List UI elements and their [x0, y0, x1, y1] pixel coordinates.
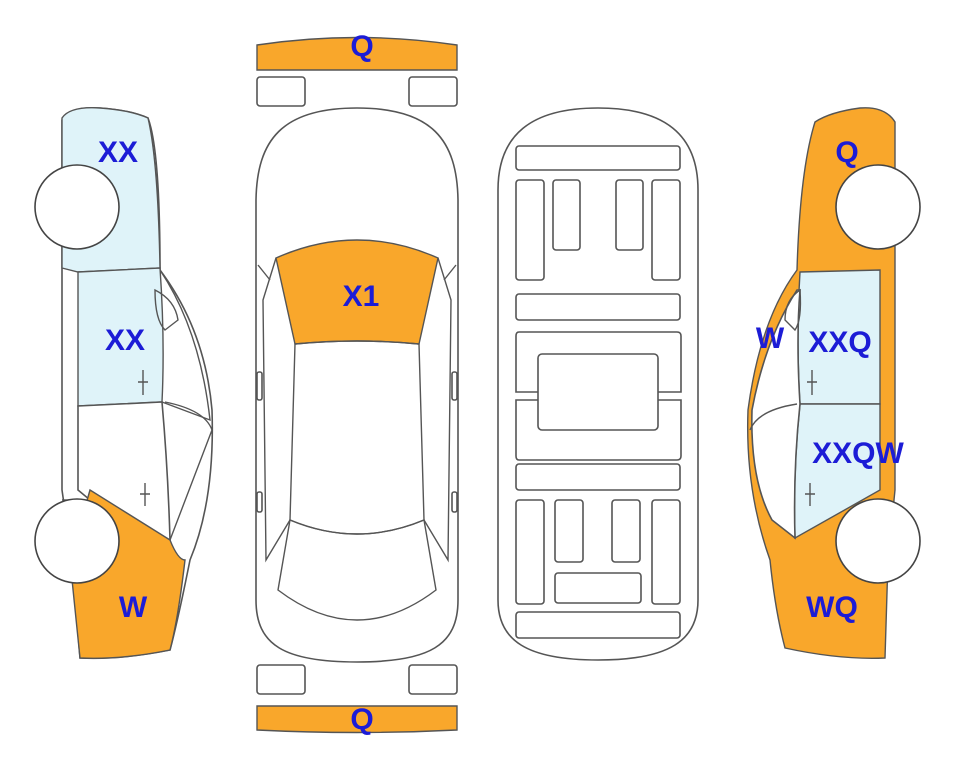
label-left-front-door: XX — [105, 324, 145, 357]
right-side-view — [747, 107, 921, 659]
panel-4 — [615, 179, 644, 251]
label-windshield: X1 — [343, 280, 380, 313]
label-left-rear-quarter: W — [119, 591, 148, 624]
front-bumper[interactable] — [256, 36, 458, 71]
label-right-front-pillar: W — [756, 322, 785, 355]
label-right-rear-door: XXQW — [812, 437, 904, 470]
underside-view — [497, 107, 699, 661]
left-door-edge — [164, 401, 213, 541]
label-right-rear-quarter: WQ — [806, 591, 858, 624]
damage-labels: Q X1 Q XX XX W Q W XXQ XXQW WQ — [98, 30, 905, 736]
left-pillar-line — [154, 288, 179, 331]
panel-3 — [552, 179, 581, 251]
right-mirror — [451, 371, 458, 401]
left-front-handle — [138, 370, 148, 395]
right-front-handle — [807, 370, 817, 395]
rear-left-lamp — [256, 664, 306, 695]
rear-bumper[interactable] — [256, 705, 458, 734]
panel-10 — [515, 499, 545, 605]
right-rear-wheel — [835, 498, 921, 584]
rear-right-lamp — [408, 664, 458, 695]
panel-15 — [515, 611, 681, 639]
label-right-front-door: XXQ — [808, 326, 871, 359]
left-mirror — [256, 371, 263, 401]
rear-window — [277, 519, 437, 621]
left-handle — [256, 491, 263, 513]
left-body-line — [257, 264, 271, 281]
label-rear-bumper: Q — [350, 703, 373, 736]
right-front-wheel — [835, 164, 921, 250]
label-left-front-fender: XX — [98, 136, 138, 169]
panel-9 — [515, 463, 681, 491]
right-pillar-line — [784, 288, 802, 332]
panel-11 — [554, 499, 584, 563]
right-handle — [451, 491, 458, 513]
label-right-front-fender: Q — [835, 136, 858, 169]
right-rear-handle — [805, 483, 815, 506]
left-side-view — [34, 106, 214, 660]
panel-14 — [554, 572, 642, 604]
left-rear-handle — [140, 483, 150, 506]
front-left-lamp — [256, 76, 306, 107]
panel-5 — [651, 179, 681, 281]
left-window-line — [159, 269, 211, 422]
panel-1 — [515, 145, 681, 171]
top-view — [255, 36, 459, 734]
panel-12 — [611, 499, 641, 563]
label-front-bumper: Q — [350, 30, 373, 63]
left-rear-wheel — [34, 498, 120, 584]
top-body — [255, 107, 459, 663]
panel-2 — [515, 179, 545, 281]
panel-center — [537, 353, 659, 431]
panel-13 — [651, 499, 681, 605]
right-window-area — [751, 289, 801, 540]
panel-6 — [515, 293, 681, 321]
left-front-wheel — [34, 164, 120, 250]
right-body-line — [443, 264, 457, 281]
right-door-edge — [749, 403, 798, 431]
front-right-lamp — [408, 76, 458, 107]
